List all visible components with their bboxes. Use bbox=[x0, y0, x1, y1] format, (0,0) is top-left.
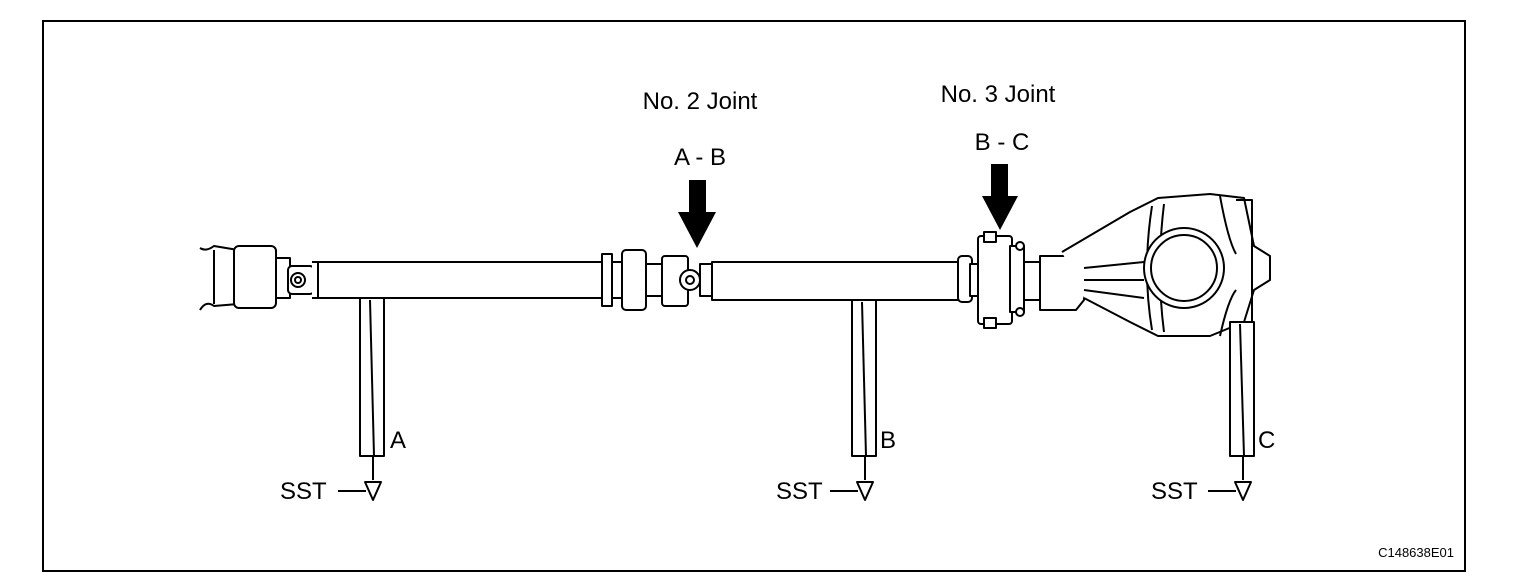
front-slip-yoke bbox=[233, 245, 315, 309]
sst-tip-c bbox=[1208, 456, 1252, 501]
no2-joint-pair: A - B bbox=[674, 144, 726, 171]
differential-housing bbox=[1023, 193, 1271, 341]
no2-joint-arrow-icon bbox=[678, 180, 716, 248]
sst-label-b: SST bbox=[776, 478, 823, 505]
dial-gauge-a bbox=[359, 297, 385, 457]
sst-tip-a bbox=[338, 456, 382, 501]
dial-gauge-b bbox=[851, 299, 877, 457]
gauge-label-b: B bbox=[880, 427, 896, 454]
front-propeller-shaft bbox=[312, 261, 607, 299]
no3-joint-flange bbox=[969, 231, 1025, 329]
no3-joint-arrow-icon bbox=[982, 164, 1018, 230]
rear-propeller-shaft bbox=[711, 255, 973, 303]
gauge-label-c: C bbox=[1258, 427, 1275, 454]
sst-label-c: SST bbox=[1151, 478, 1198, 505]
diagram-frame bbox=[42, 20, 1466, 572]
sst-label-a: SST bbox=[280, 478, 327, 505]
no3-joint-title: No. 3 Joint bbox=[941, 81, 1056, 108]
no2-joint-title: No. 2 Joint bbox=[643, 88, 758, 115]
no3-joint-pair: B - C bbox=[975, 129, 1030, 156]
sst-tip-b bbox=[830, 456, 874, 501]
no2-joint-assembly bbox=[601, 249, 715, 311]
figure-code: C148638E01 bbox=[1378, 545, 1454, 560]
gauge-label-a: A bbox=[390, 427, 406, 454]
left-transmission-stub bbox=[199, 245, 239, 311]
dial-gauge-c bbox=[1229, 321, 1255, 457]
